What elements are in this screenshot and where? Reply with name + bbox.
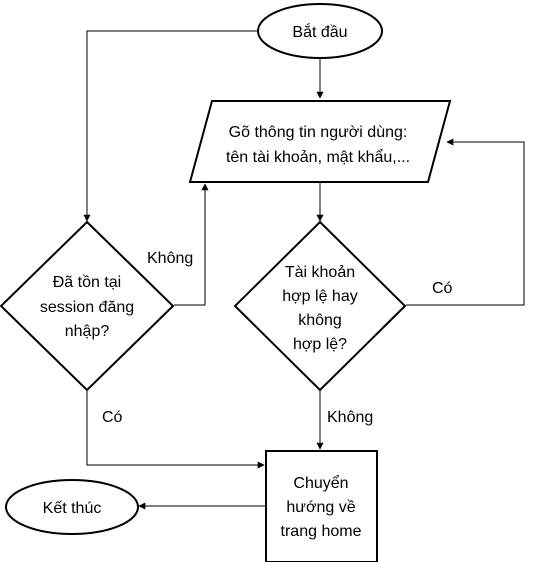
edge-label-session-yes: Có <box>102 409 123 426</box>
edge-label-valid-yes: Có <box>432 280 453 297</box>
edge-session-yes-to-redirect <box>86 390 265 469</box>
input-label-line1: Gõ thông tin người dùng: <box>229 124 408 141</box>
start-node: Bắt đầu <box>257 3 383 59</box>
valid-label-line2: hợp lệ hay <box>282 288 357 305</box>
session-label-line1: Đã tồn tại <box>53 274 121 291</box>
input-node: Gõ thông tin người dùng: tên tài khoản, … <box>188 100 452 183</box>
valid-decision-node: Tài khoản hợp lệ hay không hợp lệ? <box>233 220 407 392</box>
edge-start-to-session <box>83 30 258 222</box>
start-label: Bắt đầu <box>292 22 347 41</box>
edge-valid-yes-to-input <box>406 138 525 306</box>
session-label-line2: session đăng <box>40 299 134 316</box>
edge-label-valid-no: Không <box>327 409 373 426</box>
redirect-label-line1: Chuyển <box>293 474 348 492</box>
end-node: Kết thúc <box>5 479 139 535</box>
edge-label-session-no: Không <box>147 250 193 267</box>
valid-label-line1: Tài khoản <box>285 264 355 281</box>
end-label: Kết thúc <box>43 500 102 517</box>
valid-label-line3: không <box>298 312 342 329</box>
valid-label-line4: hợp lệ? <box>293 336 347 353</box>
redirect-label-line3: trang home <box>281 523 362 540</box>
session-decision-node: Đã tồn tại session đăng nhập? <box>0 220 175 392</box>
redirect-label-line2: hướng về <box>286 499 355 516</box>
input-label-line2: tên tài khoản, mật khẩu,... <box>226 148 410 166</box>
session-label-line3: nhập? <box>65 323 110 340</box>
redirect-node: Chuyển hướng về trang home <box>265 450 378 562</box>
edge-session-no-to-input <box>174 183 209 306</box>
